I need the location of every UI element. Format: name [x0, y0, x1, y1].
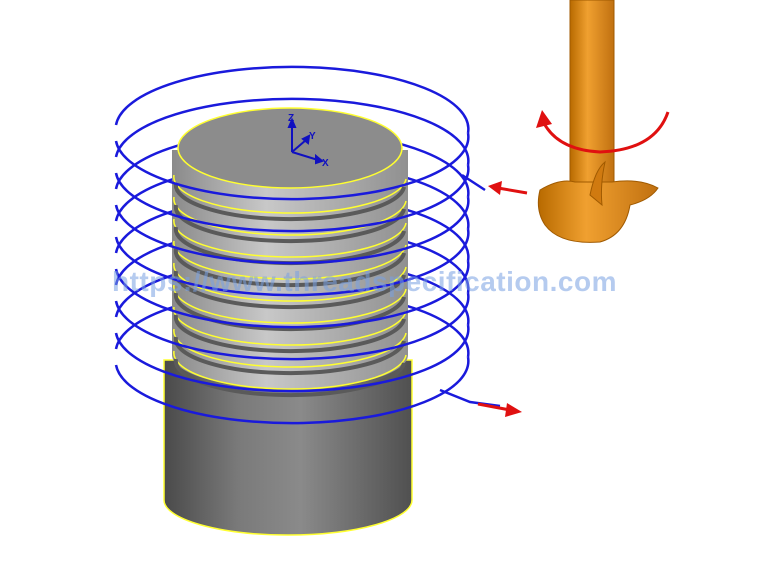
thread-crest — [173, 218, 407, 258]
axis-label-x: X — [322, 158, 329, 169]
thread-crest — [173, 306, 407, 346]
axis-triad: Z Y X — [287, 113, 329, 169]
helix-turn-front — [114, 292, 470, 361]
helix-toolpath-front — [114, 132, 470, 425]
thread-root — [173, 314, 406, 354]
helix-entry-path — [461, 173, 486, 192]
thread-crest — [173, 284, 407, 324]
helix-turn-front — [114, 132, 470, 201]
rotation-arrow-icon — [536, 110, 670, 154]
thread-root — [173, 204, 406, 244]
helix-turn-front — [114, 196, 470, 265]
helix-turn-front — [114, 356, 470, 425]
thread-root — [173, 358, 406, 398]
helix-turn-back — [114, 65, 470, 134]
workpiece-top-face — [177, 107, 403, 189]
axis-label-z: Z — [288, 113, 294, 124]
thread-root — [173, 248, 406, 288]
helix-exit-path — [439, 388, 501, 408]
thread-root — [173, 336, 406, 376]
thread-crest — [173, 350, 407, 390]
entry-arrow-icon — [488, 181, 528, 195]
thread-mill-tool — [537, 0, 659, 243]
helix-turn-front — [114, 324, 470, 393]
helix-turn-front — [114, 164, 470, 233]
thread-crest — [173, 174, 407, 214]
watermark: https://www.threadspecification.com — [112, 266, 617, 297]
thread-root — [173, 182, 406, 222]
thread-crest — [173, 196, 407, 236]
thread-root — [173, 292, 406, 332]
axis-label-y: Y — [309, 131, 316, 142]
thread-grooves — [173, 174, 407, 398]
helix-turn-back — [114, 97, 470, 166]
workpiece-cylinder — [163, 107, 413, 536]
helix-turn-front — [114, 228, 470, 297]
thread-root — [173, 270, 406, 310]
exit-arrow-icon — [477, 402, 522, 417]
thread-crest — [173, 262, 407, 302]
thread-crest — [173, 240, 407, 280]
helix-turn-front — [114, 260, 470, 329]
